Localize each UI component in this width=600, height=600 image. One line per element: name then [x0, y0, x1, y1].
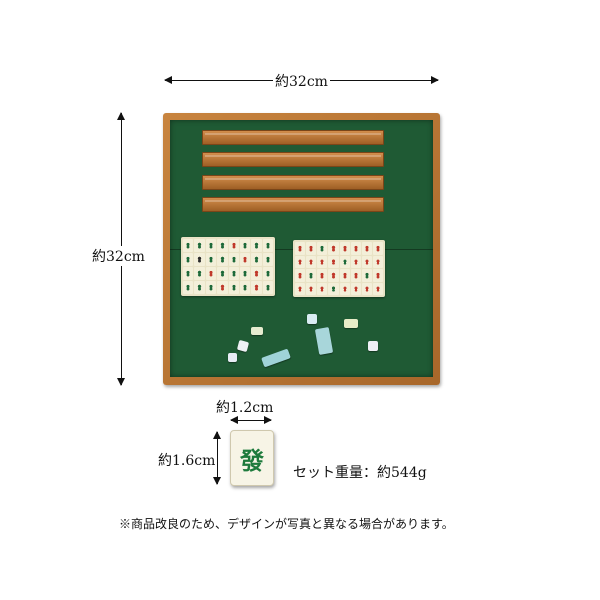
die — [236, 339, 250, 353]
design-note: ※商品改良のため、デザインが写真と異なる場合があります。 — [119, 517, 454, 531]
tile-rack-3 — [202, 175, 384, 190]
tile-height-arrow — [213, 431, 221, 485]
tile-width-arrow — [230, 416, 272, 424]
tile-rack-1 — [202, 130, 384, 145]
hatsu-glyph: 發 — [240, 445, 264, 475]
die — [228, 353, 237, 362]
tile-height-label: 約1.6cm — [158, 453, 216, 469]
tile-piece — [251, 327, 263, 335]
die — [307, 314, 317, 324]
point-stick — [261, 348, 291, 368]
weight-label: セット重量：約544g — [293, 465, 427, 481]
tile-piece — [344, 319, 358, 328]
red-tile-stack — [293, 240, 385, 297]
green-tile-stack — [181, 237, 275, 296]
mahjong-board — [163, 113, 440, 385]
hatsu-tile: 發 — [230, 430, 274, 486]
width-dimension-label: 約32cm — [273, 71, 330, 91]
height-dimension-label: 約32cm — [90, 246, 147, 266]
tile-width-label: 約1.2cm — [216, 400, 274, 416]
die — [368, 341, 378, 351]
board-felt — [170, 120, 433, 377]
tile-rack-2 — [202, 152, 384, 167]
point-stick — [314, 326, 334, 356]
tile-rack-4 — [202, 197, 384, 212]
